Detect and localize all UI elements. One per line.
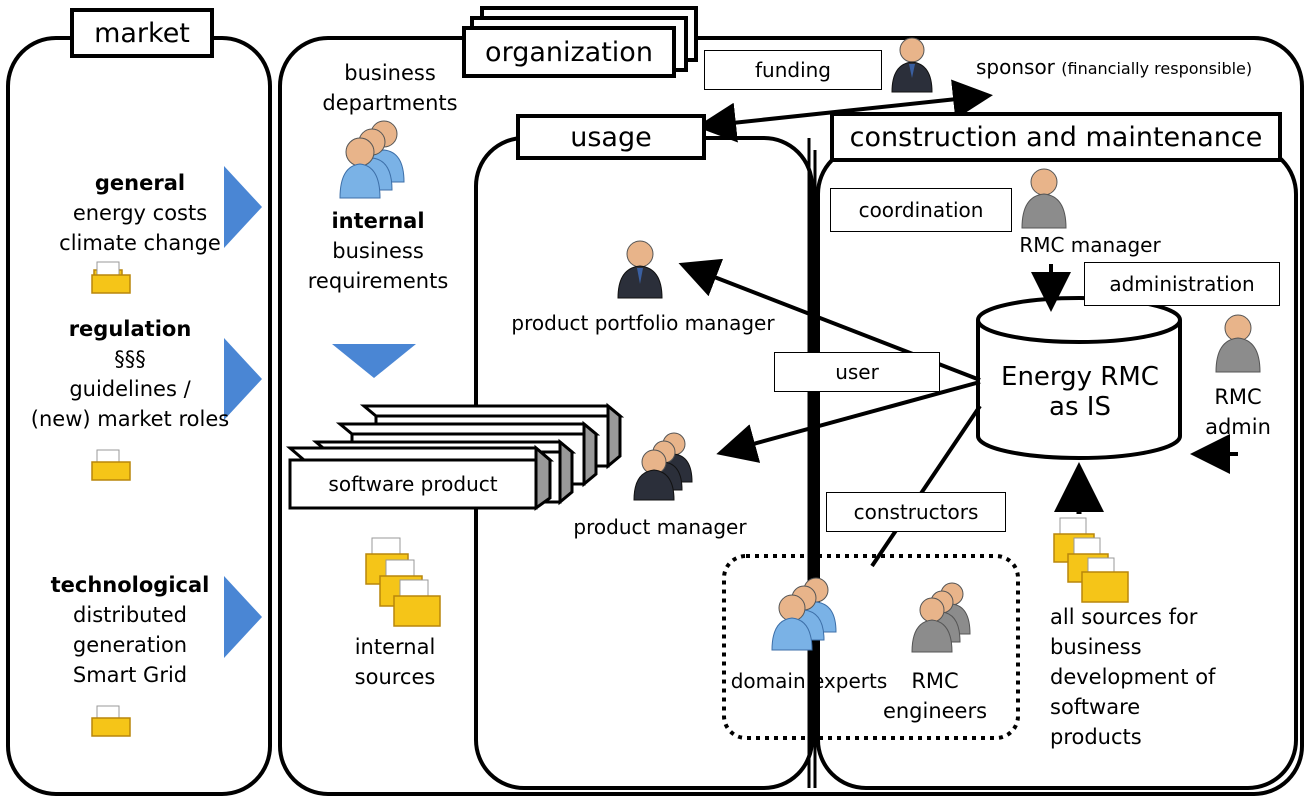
regulation-line2: guidelines / [69, 377, 191, 401]
sponsor-person-icon [891, 37, 933, 93]
rmc-admin-person-icon [1215, 314, 1261, 373]
business-departments-people-icon [339, 120, 405, 199]
rmc-engineers-line1: RMC [911, 669, 959, 693]
internal-sources-line1: internal [354, 635, 436, 659]
regulation-line3: (new) market roles [30, 407, 230, 431]
technological-line3: Smart Grid [72, 663, 188, 687]
domain-experts-label: domain experts [730, 669, 888, 693]
administration-label: administration [1084, 262, 1280, 306]
regulation-heading: regulation [68, 317, 192, 341]
funding-label: funding [704, 50, 882, 90]
software-product-label: software product [328, 472, 498, 496]
folder-icon-general [91, 261, 131, 294]
internal-requirements-text: internal business requirements [298, 206, 458, 296]
market-title: market [70, 8, 214, 58]
funding-arrow [696, 79, 993, 143]
usage-title-text: usage [570, 121, 652, 153]
portfolio-manager-label: product portfolio manager [511, 311, 775, 335]
technological-heading: technological [50, 573, 210, 597]
is-cylinder [976, 296, 1182, 460]
general-line1: energy costs [72, 201, 208, 225]
rmc-engineers-line2: engineers [882, 699, 988, 723]
arrow-down-requirements [332, 344, 416, 378]
is-cylinder-text: Energy RMC as IS [980, 362, 1180, 422]
arrow-technological [224, 576, 262, 658]
user-text: user [835, 360, 879, 384]
coordination-label: coordination [830, 188, 1012, 232]
regulation-line1: §§§ [114, 347, 146, 371]
arrow-regulation [224, 338, 262, 420]
user-label: user [774, 352, 940, 392]
internal-line2: requirements [307, 269, 449, 293]
general-heading: general [94, 171, 186, 195]
portfolio-manager-person-icon [617, 240, 663, 299]
folder-icon-regulation [91, 449, 131, 481]
is-cylinder-line1: Energy RMC [1001, 362, 1159, 392]
all-sources-line2: business [1050, 635, 1142, 659]
construction-title: construction and maintenance [830, 112, 1282, 162]
rmc-admin-line2: admin [1205, 415, 1271, 439]
rmc-engineers-people-icon [911, 582, 971, 653]
all-sources-line5: products [1050, 725, 1142, 749]
constructors-text: constructors [853, 500, 979, 524]
product-manager-arrow [716, 380, 981, 463]
sponsor-note: (financially responsible) [1061, 59, 1253, 78]
domain-experts-group [722, 554, 1020, 740]
domain-experts-people-icon [771, 577, 837, 651]
business-departments-line2: departments [322, 91, 458, 115]
constructors-line [870, 404, 982, 568]
rmc-manager-label: RMC manager [1019, 233, 1161, 257]
is-cylinder-line2: as IS [1049, 392, 1111, 422]
internal-sources-text: internal sources [320, 632, 470, 692]
folder-icon-technological [91, 705, 131, 737]
technological-line2: generation [72, 633, 188, 657]
organization-title-text: organization [485, 36, 653, 68]
funding-text: funding [754, 58, 831, 82]
coordination-text: coordination [858, 198, 984, 222]
internal-sources-folders-icon [365, 537, 441, 627]
internal-sources-line2: sources [354, 665, 436, 689]
technological-line1: distributed [73, 603, 187, 627]
sponsor-text: sponsor [976, 55, 1055, 79]
regulation-text: regulation §§§ guidelines / (new) market… [10, 314, 250, 434]
product-manager-label: product manager [573, 515, 747, 539]
market-title-text: market [94, 17, 190, 49]
rmc-manager-person-icon [1021, 168, 1067, 229]
general-text: general energy costs climate change [40, 168, 240, 258]
usage-title: usage [516, 114, 706, 160]
organization-title: organization [462, 26, 676, 78]
product-manager-people-icon [633, 432, 693, 501]
business-departments-text: business departments [310, 58, 470, 118]
administration-text: administration [1109, 272, 1255, 296]
rmc-admin-text: RMC admin [1198, 382, 1278, 442]
all-sources-folders-icon [1053, 517, 1129, 603]
internal-line1: business [332, 239, 424, 263]
rmc-admin-line1: RMC [1214, 385, 1262, 409]
internal-heading: internal [331, 209, 425, 233]
organization-panel [278, 36, 1304, 796]
rmc-engineers-text: RMC engineers [880, 666, 990, 726]
technological-text: technological distributed generation Sma… [30, 570, 230, 690]
all-sources-line4: software [1050, 695, 1141, 719]
business-departments-line1: business [344, 61, 436, 85]
all-sources-line1: all sources for [1050, 605, 1198, 629]
general-line2: climate change [59, 231, 221, 255]
all-sources-line3: development of [1050, 665, 1216, 689]
sponsor-label: sponsor (financially responsible) [976, 52, 1266, 84]
all-sources-text: all sources for business development of … [1050, 602, 1250, 752]
arrow-general [224, 166, 262, 248]
software-product-stack [285, 402, 625, 511]
constructors-label: constructors [826, 492, 1006, 532]
construction-title-text: construction and maintenance [849, 121, 1263, 153]
